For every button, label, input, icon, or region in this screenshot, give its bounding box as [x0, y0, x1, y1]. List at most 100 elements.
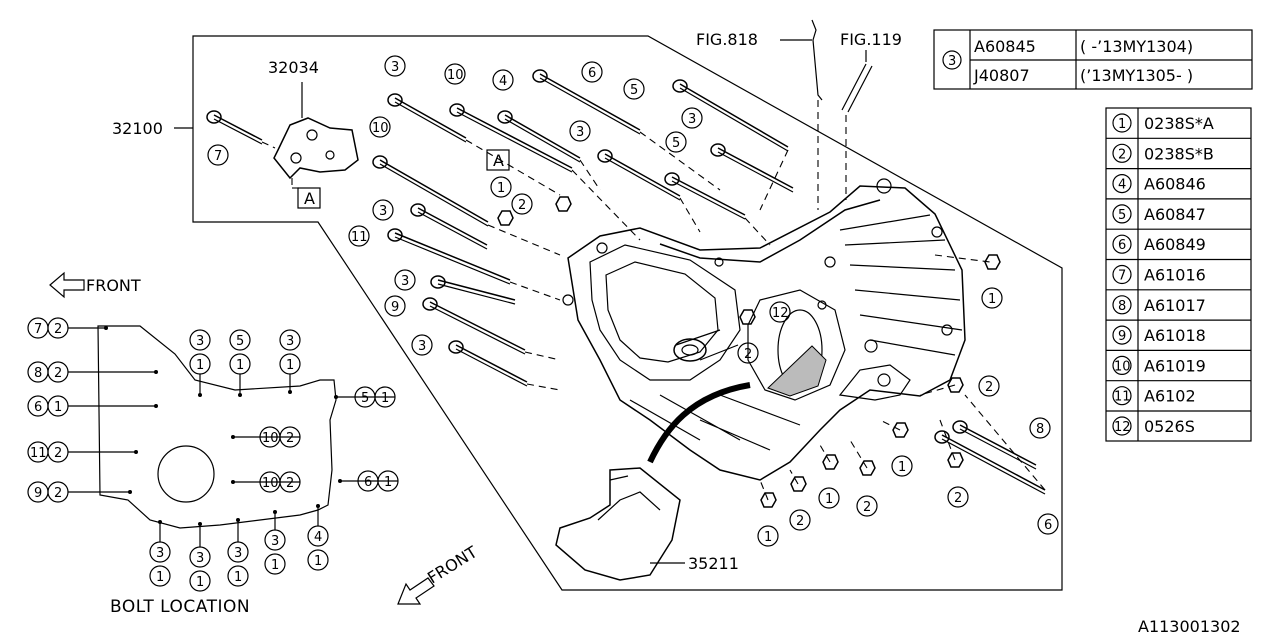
dashed-leader: [789, 469, 799, 485]
bolt-location-number: 2: [54, 366, 62, 381]
bolt: [539, 73, 641, 131]
callout-number: 6: [588, 66, 596, 81]
callout-number: 2: [954, 491, 962, 506]
bolt-location-dot: [154, 404, 158, 408]
bolt-shank: [604, 157, 681, 201]
dashed-leader: [919, 384, 956, 396]
callout-number: 11: [351, 230, 368, 245]
bolt-shank: [455, 348, 528, 387]
callout-circle: [372, 199, 394, 221]
bolt-location-number: 1: [384, 475, 392, 490]
bolt-location-panel: [97, 325, 337, 529]
nut: [760, 492, 777, 508]
callout-number: 1: [497, 181, 505, 196]
bolt-location-dot: [154, 370, 158, 374]
bolt-head: [710, 143, 726, 157]
bolt-shank: [941, 438, 1046, 495]
callout-32034: 32034: [268, 58, 319, 77]
bolt-head: [430, 275, 446, 289]
dashed-leader: [261, 141, 276, 149]
dashed-leader: [509, 281, 561, 301]
bolt-shank: [679, 87, 789, 152]
bolt: [379, 159, 489, 223]
dashed-leader: [639, 131, 721, 191]
bolt: [504, 114, 581, 159]
legend-key-circle: [1112, 204, 1132, 224]
bolt-location-dot: [338, 479, 342, 483]
legend-side-key: 2: [1118, 147, 1126, 162]
bolt-location-dot: [198, 393, 202, 397]
legend-top-part-2: J40807: [973, 66, 1030, 85]
bolt-head: [387, 228, 403, 242]
bolt-location-callout: [149, 565, 171, 587]
callout-circle: [623, 78, 645, 100]
bolt-location-number: 5: [361, 391, 369, 406]
callout-circle: [569, 120, 591, 142]
legend-side-key: 11: [1114, 390, 1131, 405]
bolt-head: [422, 297, 438, 311]
legend-side-part: A61016: [1144, 266, 1206, 285]
bolt-location-number: 2: [286, 476, 294, 491]
legend-side-key: 6: [1118, 238, 1126, 253]
bolt: [429, 301, 526, 351]
bolt-shank: [539, 77, 641, 135]
callout-circle: [207, 144, 229, 166]
bolt: [437, 279, 516, 301]
bolt-head: [410, 203, 426, 217]
callout-number: 9: [391, 300, 399, 315]
callout-number: 8: [1036, 422, 1044, 437]
bolt-shank: [437, 283, 516, 305]
bolt-head: [497, 110, 513, 124]
legend-side-key: 7: [1118, 269, 1126, 284]
callout-number: 6: [1044, 518, 1052, 533]
legend-side-key: 4: [1118, 178, 1126, 193]
legend-side-key: 5: [1118, 208, 1126, 223]
legend-top-table: 3 A60845 ( -’13MY1304) J40807 (’13MY1305…: [933, 29, 1253, 90]
bolt-shank: [959, 428, 1037, 470]
callout-circle: [348, 225, 370, 247]
callout-circle: [394, 269, 416, 291]
legend-side-part: 0238S*B: [1144, 144, 1214, 163]
bolt-head: [532, 69, 548, 83]
dashed-leader: [487, 224, 561, 256]
bolt-location-number: 11: [30, 446, 47, 461]
bolt-shank: [671, 180, 746, 220]
callout-circle: [511, 193, 533, 215]
marker-a-box-2: [486, 149, 510, 171]
callout-circle: [769, 301, 791, 323]
nut: [859, 460, 876, 476]
callout-circle: [665, 131, 687, 153]
bolt-shank: [504, 118, 581, 163]
bolt-shank: [394, 236, 511, 285]
dashed-leader: [679, 197, 701, 233]
nut: [947, 452, 964, 468]
front-arrow-bottom: FRONT: [397, 542, 481, 605]
bolt-location-dot: [231, 480, 235, 484]
bolt-location-dot: [104, 326, 108, 330]
callout-circle: [411, 334, 433, 356]
bolt-location-callout: [229, 329, 251, 351]
bolt-location-dot: [288, 390, 292, 394]
bolt-location-number: 1: [196, 358, 204, 373]
callout-number: 2: [796, 514, 804, 529]
transmission-case-drawing: [562, 178, 966, 481]
part-35211-cover: 35211: [555, 467, 739, 581]
bolt-location-dot: [198, 522, 202, 526]
bolt-location-number: 5: [236, 334, 244, 349]
nut: [984, 254, 1001, 270]
bolt-head: [934, 430, 950, 444]
callout-number: 4: [499, 74, 507, 89]
dashed-leader: [964, 394, 1046, 491]
legend-side-part: 0526S: [1144, 417, 1195, 436]
bolt: [394, 97, 467, 139]
bolt-location-dot: [238, 393, 242, 397]
dashed-leader: [879, 419, 901, 431]
callout-number: 10: [447, 68, 464, 83]
legend-side-part: A60849: [1144, 235, 1206, 254]
callout-number: 2: [744, 347, 752, 362]
bolt-location-number: 6: [34, 400, 42, 415]
legend-key-circle: [1112, 295, 1132, 315]
assembly-frame: [192, 35, 1063, 591]
dashed-leader: [526, 383, 561, 391]
